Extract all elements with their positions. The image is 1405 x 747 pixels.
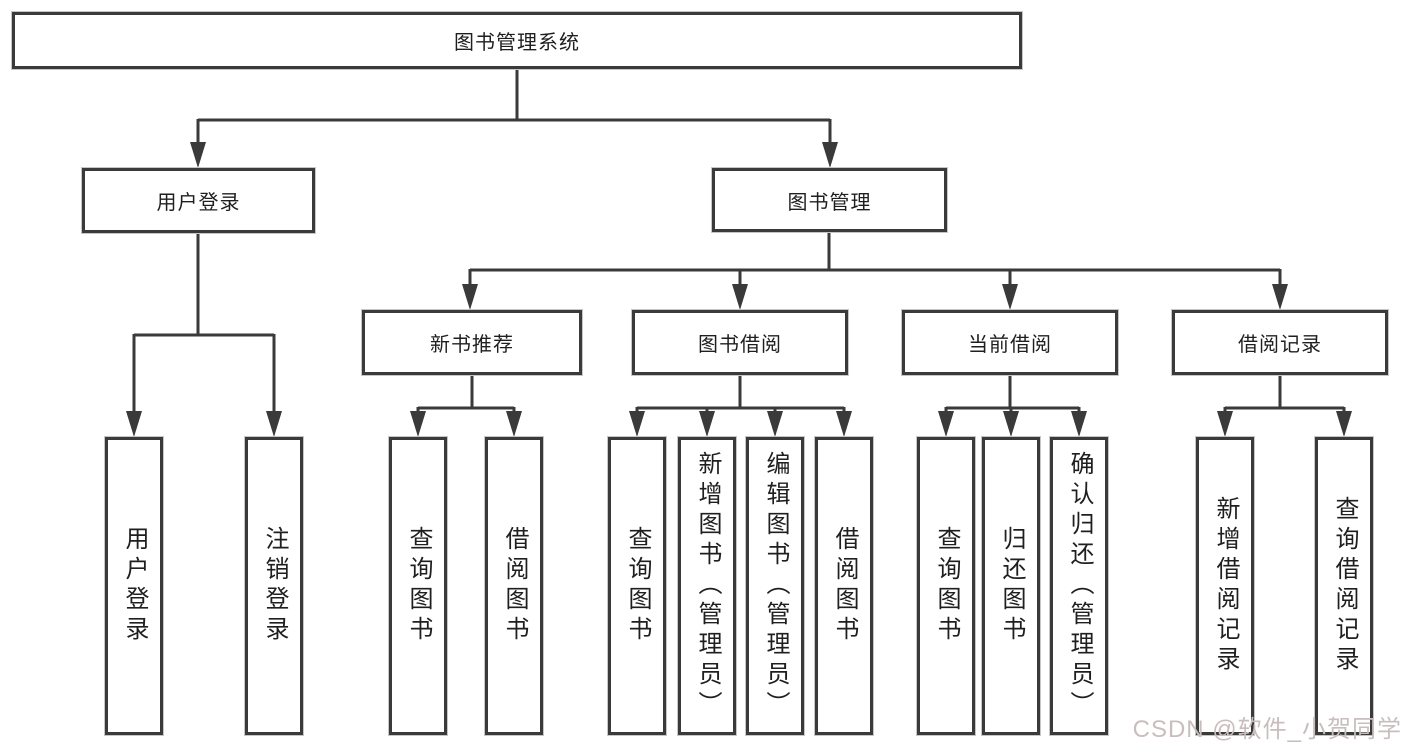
leaf-label: 用户登录 [121,526,148,646]
leaf-add-book-admin: 新增图书（管理员） [678,437,736,735]
leaf-label: 查询图书 [624,526,651,646]
leaf-query-borrow-record: 查询借阅记录 [1315,437,1373,735]
leaf-return-book: 归还图书 [982,437,1040,735]
csdn-watermark: CSDN @软件_小贺同学 [1132,716,1402,743]
leaf-confirm-return-admin: 确认归还（管理员） [1050,437,1108,735]
leaf-edit-book-admin: 编辑图书（管理员） [746,437,804,735]
leaf-label: 借阅图书 [501,526,528,646]
node-borrow-records: 借阅记录 [1172,310,1388,375]
leaf-label: 注销登录 [261,526,288,646]
leaf-label: 借阅图书 [831,526,858,646]
leaf-user-login: 用户登录 [105,437,163,735]
leaf-label: 编辑图书（管理员） [762,451,789,721]
leaf-label: 新增借阅记录 [1212,496,1239,676]
leaf-borrow-book-2: 借阅图书 [815,437,873,735]
leaf-label: 查询图书 [405,526,432,646]
arrowheads [126,142,1352,437]
node-book-management: 图书管理 [712,168,947,232]
leaf-add-borrow-record: 新增借阅记录 [1196,437,1254,735]
node-book-borrow: 图书借阅 [632,310,848,375]
leaf-borrow-book-1: 借阅图书 [485,437,543,735]
leaf-logout: 注销登录 [245,437,303,735]
leaf-label: 新增图书（管理员） [694,451,721,721]
leaf-query-book-2: 查询图书 [608,437,666,735]
node-user-login: 用户登录 [82,168,315,233]
leaf-query-book-1: 查询图书 [389,437,447,735]
node-new-book-recommend: 新书推荐 [362,310,582,375]
node-system-root: 图书管理系统 [12,12,1022,69]
leaf-label: 确认归还（管理员） [1066,451,1093,721]
leaf-label: 查询借阅记录 [1331,496,1358,676]
leaf-label: 查询图书 [933,526,960,646]
leaf-label: 归还图书 [998,526,1025,646]
node-current-borrow: 当前借阅 [902,310,1118,375]
leaf-query-book-3: 查询图书 [917,437,975,735]
